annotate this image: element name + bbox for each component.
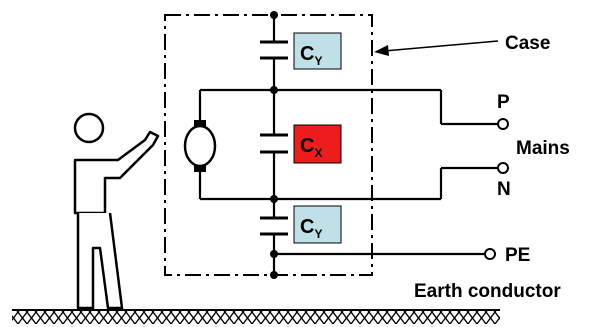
- case-label: Case: [505, 33, 550, 54]
- case-enclosure: [164, 14, 373, 276]
- mains-label: Mains: [516, 138, 570, 159]
- p-label: P: [497, 92, 510, 113]
- terminal-n: [497, 162, 509, 174]
- junction-dots: [270, 11, 278, 279]
- svg-text:CY: CY: [300, 43, 322, 68]
- cy-bottom-box: CY: [293, 205, 342, 244]
- cx-middle-box: CX: [293, 124, 342, 164]
- ground-hatch-icon: [12, 309, 500, 324]
- n-label: N: [497, 179, 511, 200]
- svg-text:CX: CX: [300, 135, 322, 160]
- motor-icon: [183, 120, 217, 172]
- pe-label: PE: [505, 245, 530, 266]
- terminals: [484, 118, 509, 260]
- cy-top-box: CY: [293, 32, 342, 70]
- earth-conductor-label: Earth conductor: [414, 281, 561, 302]
- svg-text:CY: CY: [300, 216, 322, 241]
- internal-wiring: [198, 15, 498, 275]
- terminal-p: [497, 118, 509, 130]
- case-arrow: [374, 40, 499, 56]
- person-touching-case-icon: [73, 112, 160, 310]
- terminal-pe: [484, 248, 496, 260]
- capacitor-plates: [260, 40, 288, 236]
